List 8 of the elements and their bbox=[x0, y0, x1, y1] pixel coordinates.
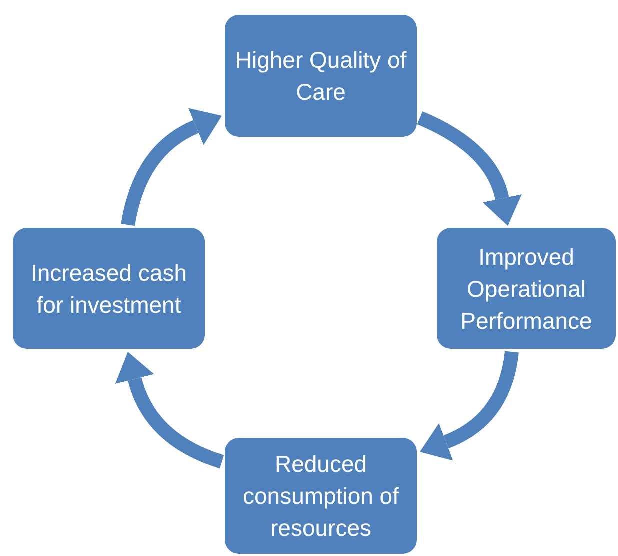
curved-arrow bbox=[417, 112, 522, 226]
process-box: Reduced consumption of resources bbox=[225, 438, 417, 554]
process-box: Improved Operational Performance bbox=[437, 228, 616, 349]
curved-arrow bbox=[121, 108, 222, 226]
process-box: Higher Quality of Care bbox=[225, 15, 417, 137]
curved-arrow bbox=[420, 351, 519, 461]
process-box: Increased cash for investment bbox=[13, 228, 205, 349]
curved-arrow bbox=[116, 352, 224, 469]
